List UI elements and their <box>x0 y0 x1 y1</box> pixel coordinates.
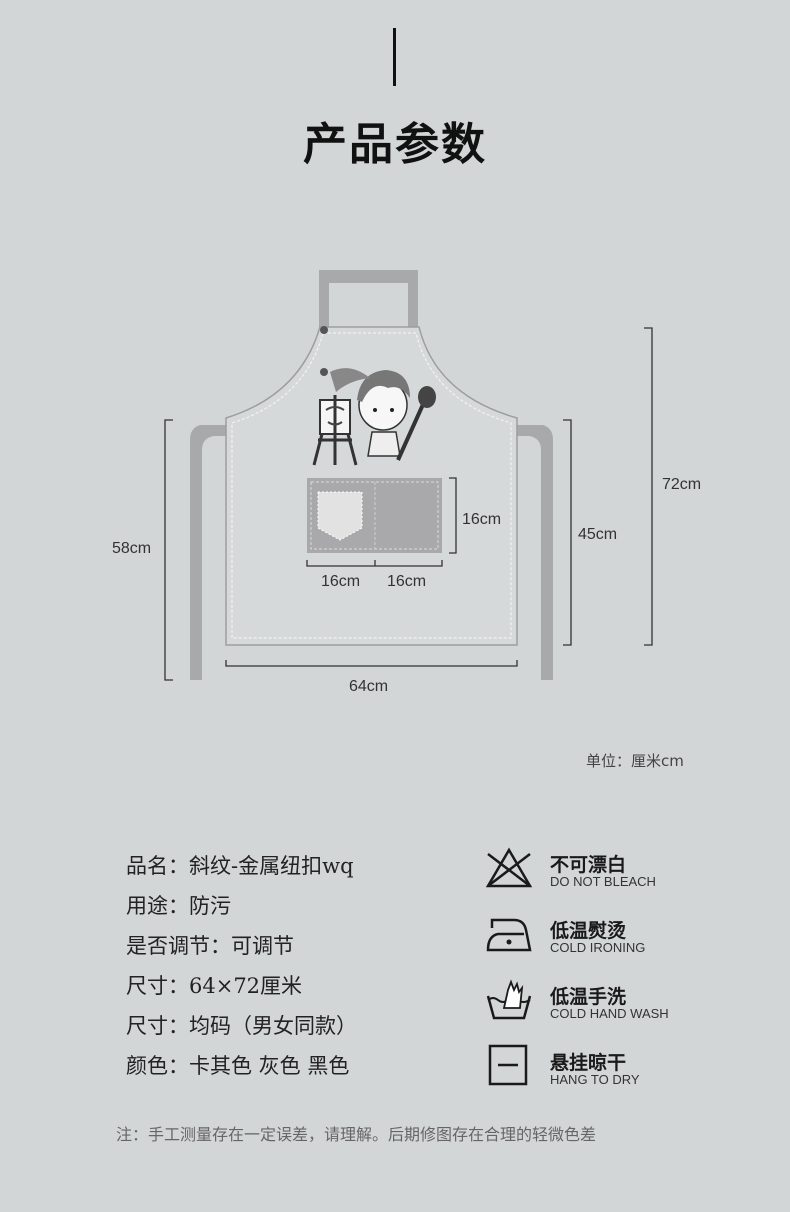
unit-note: 单位：厘米cm <box>586 752 684 770</box>
dim-pocket-height-label: 16cm <box>462 511 501 528</box>
dimension-lines <box>164 327 653 681</box>
care-label-cn: 悬挂晾干 <box>550 1052 627 1074</box>
pocket-patch <box>317 491 363 541</box>
dim-pocket-left-label: 16cm <box>321 573 360 590</box>
spec-item-name: 品名：斜纹-金属纽扣wq <box>126 854 354 878</box>
care-label-en: COLD HAND WASH <box>550 1006 669 1021</box>
hand-wash-icon <box>486 979 532 1020</box>
cold-iron-icon <box>486 918 532 952</box>
top-divider-line <box>393 28 396 86</box>
left-waist-tie <box>190 425 226 680</box>
spec-list: 品名：斜纹-金属纽扣wq 用途：防污 是否调节：可调节 尺寸：64×72厘米 尺… <box>126 846 357 1086</box>
spec-item-colors: 颜色：卡其色 灰色 黑色 <box>126 1054 350 1078</box>
spec-item-usage: 用途：防污 <box>126 894 231 918</box>
dim-16h-line <box>306 560 443 567</box>
dim-64-line <box>225 660 518 667</box>
care-label-cn: 不可漂白 <box>550 854 627 876</box>
spec-item-fit: 尺寸：均码（男女同款） <box>126 1014 357 1038</box>
dim-45-line <box>563 419 572 646</box>
button <box>320 326 328 334</box>
neck-strap <box>319 270 418 330</box>
dim-64-label: 64cm <box>349 678 388 695</box>
apron-diagram: 72cm 58cm 45cm 16cm 16cm 16cm 64cm <box>112 270 701 695</box>
spec-item-adjustable: 是否调节：可调节 <box>126 934 294 958</box>
dim-72-line <box>644 327 653 646</box>
spec-item-size: 尺寸：64×72厘米 <box>126 974 303 998</box>
button <box>320 368 328 376</box>
dim-16v-line <box>449 477 457 554</box>
care-label-en: DO NOT BLEACH <box>550 874 656 889</box>
no-bleach-icon <box>485 847 533 888</box>
page-title: 产品参数 <box>303 119 487 170</box>
care-label-cn: 低温手洗 <box>550 986 627 1008</box>
right-waist-tie <box>517 425 553 680</box>
dim-45-label: 45cm <box>578 526 617 543</box>
dim-58-line <box>164 419 173 681</box>
care-label-cn: 低温熨烫 <box>550 920 627 942</box>
painter-girl-illustration <box>312 368 436 466</box>
dim-72-label: 72cm <box>662 476 701 493</box>
care-label-en: COLD IRONING <box>550 940 646 955</box>
dim-58-label: 58cm <box>112 540 151 557</box>
hang-dry-icon <box>488 1044 528 1086</box>
footer-note: 注：手工测量存在一定误差，请理解。后期修图存在合理的轻微色差 <box>116 1125 597 1144</box>
dim-pocket-right-label: 16cm <box>387 573 426 590</box>
care-label-en: HANG TO DRY <box>550 1072 640 1087</box>
